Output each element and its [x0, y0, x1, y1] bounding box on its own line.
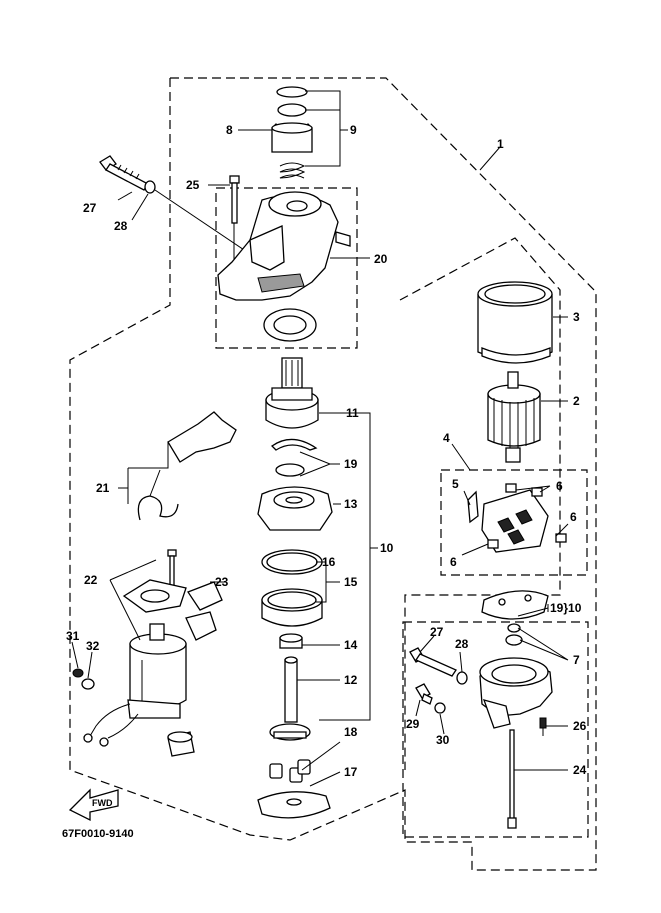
seal-7a — [507, 623, 521, 633]
callout-16: 16 — [322, 555, 336, 569]
bearing-14 — [279, 633, 303, 649]
armature-2 — [487, 371, 541, 463]
brush-holder-4 — [467, 483, 567, 553]
callout-26: 26 — [573, 719, 587, 733]
motor-leads — [83, 703, 139, 747]
callout-5: 5 — [452, 477, 459, 491]
oil-seal-20 — [263, 308, 317, 342]
callout-24: 24 — [573, 763, 587, 777]
callout-15: 15 — [344, 575, 358, 589]
callout-17: 17 — [344, 765, 358, 779]
screw-26 — [539, 717, 547, 736]
bolt-25 — [229, 175, 240, 262]
group-box-4 — [440, 469, 588, 576]
through-bolt-24 — [507, 729, 517, 829]
fwd-arrow: FWD — [68, 788, 119, 822]
washer-28-lower — [456, 671, 468, 685]
callout-7: 7 — [573, 653, 580, 667]
callout-4: 4 — [443, 431, 450, 445]
callout-19: 19 — [344, 457, 358, 471]
callout-31: 31 — [66, 629, 80, 643]
clutch-11 — [265, 357, 319, 429]
rear-cover-7 — [479, 657, 553, 729]
washer-32 — [81, 678, 95, 690]
callout-21: 21 — [96, 481, 110, 495]
callout-1: 1 — [497, 137, 504, 151]
group-box-20 — [215, 187, 358, 349]
leader-lines — [71, 90, 569, 787]
callout-18: 18 — [344, 725, 358, 739]
callout-29: 29 — [406, 717, 420, 731]
callout-11: 11 — [346, 406, 359, 420]
front-bracket-20 — [217, 191, 351, 301]
callout-22: 22 — [84, 573, 98, 587]
snap-ring-19a — [270, 438, 318, 451]
callout-13: 13 — [344, 497, 358, 511]
callout-6c: 6 — [450, 555, 457, 569]
callout-2: 2 — [573, 394, 580, 408]
callout-10: 10 — [380, 541, 394, 555]
pinion-spring — [279, 162, 306, 179]
washer-28-upper — [144, 180, 156, 194]
shaft-12 — [269, 656, 311, 741]
callout-6a: 6 — [556, 479, 563, 493]
callout-8: 8 — [226, 123, 233, 137]
boot-cover — [167, 731, 195, 757]
plate-19-10 — [481, 590, 549, 620]
assembly-boundary-main — [69, 77, 597, 871]
fwd-arrow-label: FWD — [92, 798, 113, 808]
stop-ring — [276, 86, 308, 98]
washer-30 — [434, 702, 446, 714]
callout-20: 20 — [374, 252, 388, 266]
bolt-22 — [167, 549, 177, 587]
bolt-27-upper — [99, 155, 149, 191]
bearing-7b — [505, 634, 523, 646]
callout-12: 12 — [344, 673, 358, 687]
lever-13 — [257, 486, 333, 531]
document-code: 67F0010-9140 — [62, 828, 134, 840]
ring-16 — [261, 549, 323, 575]
washer-19b — [275, 463, 305, 477]
callout-3: 3 — [573, 310, 580, 324]
yoke-3 — [477, 281, 553, 364]
holder-21 — [137, 411, 237, 521]
callout-27a: 27 — [83, 201, 97, 215]
callout-25: 25 — [186, 178, 200, 192]
pinion-group — [271, 86, 313, 179]
callout-30: 30 — [436, 733, 450, 747]
assembly-boundary-inner-10 — [399, 237, 561, 770]
callout-6b: 6 — [570, 510, 577, 524]
gasket-22 — [122, 579, 187, 613]
callout-28b: 28 — [455, 637, 469, 651]
group-box-7 — [402, 621, 589, 838]
rubber-23 — [185, 581, 223, 641]
snap-ring — [277, 103, 307, 117]
callout-19-10: 19}10 — [550, 601, 582, 615]
callout-32: 32 — [86, 639, 100, 653]
plate-17 — [257, 791, 331, 819]
bolt-29 — [415, 683, 433, 705]
starter-motor-body — [127, 623, 187, 719]
callout-28a: 28 — [114, 219, 128, 233]
planet-gears-18 — [269, 759, 311, 783]
nut-31 — [72, 668, 84, 678]
bolt-27-lower — [409, 647, 457, 677]
callout-27b: 27 — [430, 625, 444, 639]
callout-23: 23 — [215, 575, 229, 589]
internal-gear-15 — [261, 588, 323, 627]
callout-14: 14 — [344, 638, 358, 652]
callouts: 1 2 3 4 5 6 6 6 7 8 9 10 19}10 11 12 13 … — [66, 123, 587, 779]
callout-9: 9 — [350, 123, 357, 137]
